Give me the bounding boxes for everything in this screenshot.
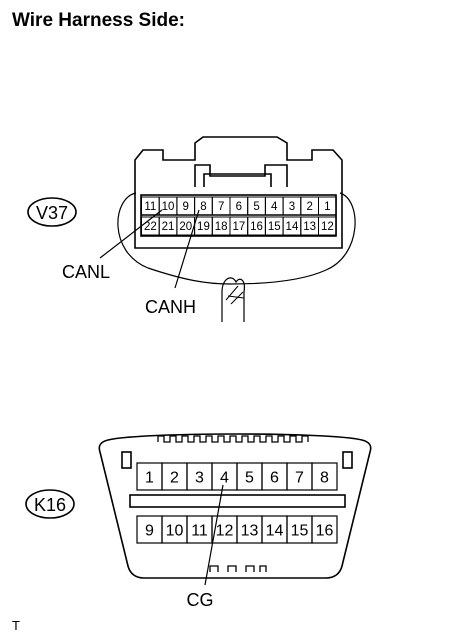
v37-pin-number: 1 [324, 201, 330, 213]
canh-leader-line [174, 209, 200, 289]
connector-k16-label-oval [25, 489, 75, 519]
k16-pin-cell [311, 515, 338, 544]
connector-k16-divider-bar [129, 494, 346, 508]
v37-pin-number: 8 [200, 201, 206, 213]
k16-pin-number: 11 [191, 522, 208, 539]
v37-pin-number: 10 [162, 201, 175, 213]
connector-v37-latch [194, 164, 288, 187]
v37-pin-number: 15 [268, 221, 281, 233]
v37-pin-number: 3 [289, 201, 295, 213]
connector-v37-label: V37 [36, 203, 68, 223]
connector-k16 [98, 433, 372, 579]
k16-pin-number: 8 [320, 469, 329, 486]
v37-pin-number: 18 [215, 221, 228, 233]
canh-label: CANH [145, 297, 196, 317]
k16-pin-number: 14 [266, 522, 284, 539]
figure-code: T [12, 618, 20, 633]
connector-v37-harness-wires [221, 277, 245, 322]
k16-pin-number: 10 [166, 522, 184, 539]
k16-pin-number: 9 [145, 522, 154, 539]
k16-pin-number: 13 [241, 522, 259, 539]
k16-pin-number: 1 [145, 469, 154, 486]
cg-label: CG [187, 590, 214, 610]
connector-k16-body [98, 433, 372, 579]
connector-v37-label-oval [27, 197, 77, 227]
k16-pin-number: 4 [220, 469, 229, 486]
v37-pin-number: 22 [144, 221, 157, 233]
connector-v37-latch-inner [203, 173, 272, 187]
v37-pin-number: 20 [179, 221, 192, 233]
v37-pin-number: 13 [303, 221, 316, 233]
k16-pin-number: 2 [170, 469, 179, 486]
connector-k16-left-tab [121, 451, 132, 469]
connector-k16-bottom-notch [209, 565, 267, 572]
v37-pin-number: 6 [236, 201, 242, 213]
connector-k16-top-teeth [157, 435, 309, 443]
connector-k16-label: K16 [34, 495, 66, 515]
v37-pin-number: 4 [271, 201, 278, 213]
v37-pin-number: 9 [183, 201, 189, 213]
k16-pin-number: 15 [291, 522, 309, 539]
k16-pin-number: 3 [195, 469, 204, 486]
k16-pin-number: 5 [245, 469, 254, 486]
v37-pin-number: 21 [162, 221, 175, 233]
connector-v37-harness-wire-detail [225, 285, 245, 305]
k16-pin-cell [311, 462, 338, 491]
connector-v37-body [134, 136, 343, 249]
connector-k16-right-tab [342, 451, 353, 469]
k16-pin-number: 6 [270, 469, 279, 486]
v37-pin-cell [318, 196, 337, 216]
canl-label: CANL [62, 262, 110, 282]
v37-pin-number: 5 [253, 201, 259, 213]
k16-pin-number: 7 [295, 469, 304, 486]
v37-pin-number: 7 [218, 201, 224, 213]
v37-pin-number: 14 [286, 221, 299, 233]
v37-pin-number: 16 [250, 221, 263, 233]
connector-v37-harness-loop [117, 192, 356, 285]
cg-leader-line [204, 484, 224, 586]
page-title: Wire Harness Side: [12, 10, 186, 31]
k16-pin-number: 12 [216, 522, 234, 539]
v37-pin-cell [318, 216, 337, 236]
v37-pin-number: 17 [232, 221, 245, 233]
v37-pin-number: 12 [321, 221, 334, 233]
v37-pin-number: 11 [144, 201, 156, 213]
canl-leader-line [99, 209, 163, 259]
k16-pin-number: 16 [316, 522, 334, 539]
v37-pin-number: 2 [306, 201, 312, 213]
v37-pin-number: 19 [197, 221, 210, 233]
